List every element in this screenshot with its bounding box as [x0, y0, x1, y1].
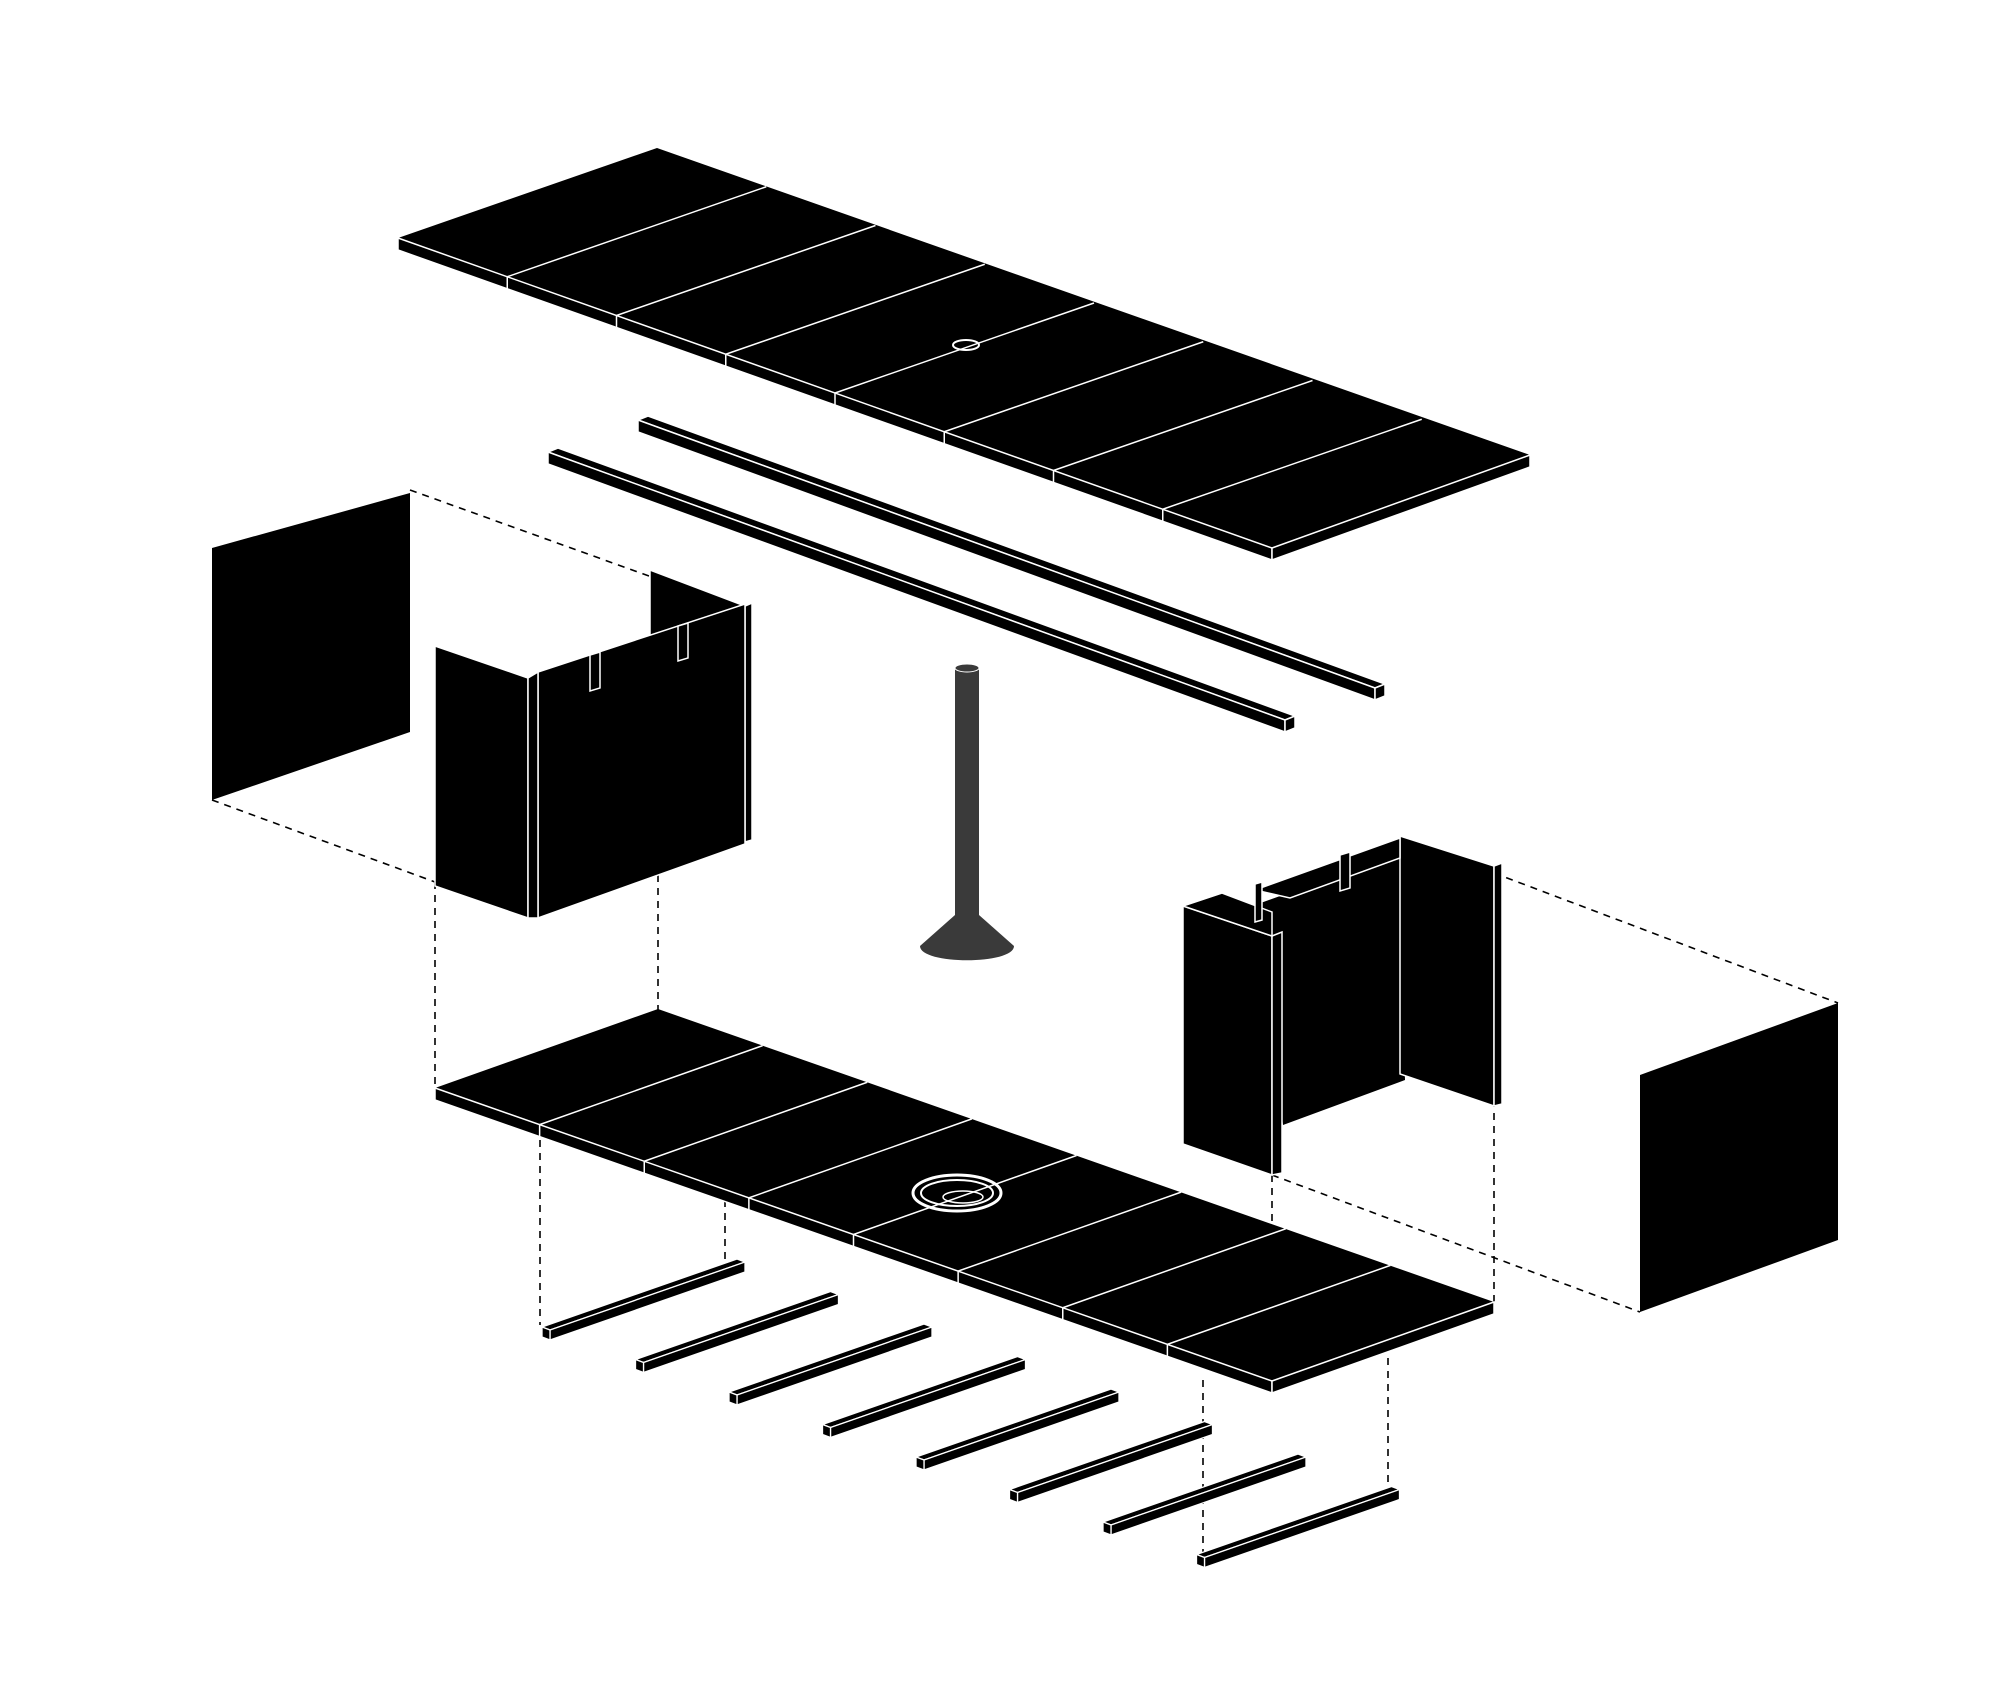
left-frame-main-face [537, 602, 746, 920]
center-pole-top [954, 663, 980, 673]
slat-line [616, 224, 876, 317]
cross-batten-top [1007, 1420, 1215, 1494]
left-frame-front-wing [434, 644, 529, 920]
cross-batten-end [1195, 1553, 1206, 1569]
right-frame-front-wing [1182, 904, 1273, 1177]
slat-line [1167, 1264, 1391, 1346]
right-end-panel [1640, 1003, 1838, 1312]
bottom-panel-center-ring [911, 1173, 1003, 1213]
slat-line [507, 186, 767, 278]
long-rail-end [1374, 682, 1386, 702]
right-frame-corner-cap [1180, 892, 1273, 938]
cross-batten-end [821, 1423, 832, 1439]
long-rails [545, 415, 1388, 734]
right-frame-top-rail [1252, 836, 1401, 899]
cross-batten-end [728, 1391, 738, 1406]
cross-batten [1101, 1453, 1308, 1536]
center-pole-base [920, 915, 1014, 961]
slat-line [853, 1154, 1077, 1236]
cross-batten [1007, 1420, 1215, 1504]
guide-line [409, 489, 661, 581]
right-end-panel-face [1640, 1003, 1838, 1312]
cross-batten [1194, 1485, 1402, 1569]
right-frame-back-wing-edge [1493, 861, 1503, 1107]
cross-batten-side [642, 1293, 840, 1374]
cross-batten-side [1110, 1456, 1307, 1536]
cross-batten-side [736, 1326, 933, 1406]
slat-line [1053, 379, 1313, 472]
left-frame-front-wing-edge [527, 670, 539, 919]
slat-line [748, 1118, 973, 1199]
cross-batten-end [634, 1358, 645, 1374]
slat-line [957, 1191, 1182, 1272]
guide-line [211, 799, 436, 883]
cross-batten-side [829, 1358, 1027, 1439]
cross-batten-top [1101, 1453, 1308, 1526]
cross-batten-end [915, 1456, 925, 1471]
slat-line [1062, 1228, 1287, 1309]
bottom-panel-side-edge [1271, 1300, 1495, 1395]
slat-line [539, 1044, 763, 1126]
long-rail [635, 415, 1388, 702]
cross-batten-end [541, 1326, 551, 1341]
bottom-panel [434, 1009, 1495, 1395]
cross-batten-top [1194, 1485, 1402, 1559]
cross-batten [727, 1323, 934, 1406]
center-pole [920, 663, 1014, 961]
left-end-panel [212, 493, 410, 800]
right-frame-inner-floor [1255, 853, 1405, 1125]
cross-batten-top [540, 1258, 747, 1331]
cross-batten [633, 1290, 841, 1374]
center-pole-shaft [955, 668, 979, 918]
cross-batten-top [820, 1355, 1028, 1429]
right-frame-notch [1254, 850, 1351, 923]
top-panel [397, 148, 1531, 562]
cross-batten [914, 1388, 1121, 1471]
cross-batten [820, 1355, 1028, 1439]
long-rail [545, 447, 1298, 734]
cross-batten-side [923, 1391, 1120, 1471]
slat-line [1162, 418, 1422, 510]
cross-batten-end [1102, 1521, 1112, 1536]
slat-line [643, 1081, 868, 1162]
cross-batten-end [1008, 1488, 1019, 1504]
right-frame-front-wing-edge [1271, 930, 1283, 1176]
left-end-panel-face [212, 493, 410, 800]
cross-batten-side [549, 1261, 746, 1341]
left-frame-back-wing-edge [744, 601, 753, 843]
top-panel-center-hole [952, 339, 980, 351]
cross-batten-top [633, 1290, 841, 1364]
cross-batten-side [1203, 1488, 1401, 1569]
cross-battens [540, 1258, 1402, 1569]
cross-batten-side [1016, 1423, 1214, 1504]
right-frame-bracket [1180, 834, 1503, 1177]
long-rail-end [1284, 714, 1296, 734]
left-frame-bracket [434, 568, 753, 920]
slat-line [944, 341, 1204, 433]
cross-batten-top [914, 1388, 1121, 1461]
assembly-guide-lines [211, 489, 1839, 1560]
right-frame-back-wing [1399, 834, 1495, 1108]
bottom-panel-slat-lines [538, 1044, 1391, 1357]
slat-line [725, 263, 985, 355]
cross-batten [540, 1258, 747, 1341]
slat-line [834, 302, 1095, 394]
guide-line [1271, 1174, 1641, 1313]
cross-batten-top [727, 1323, 934, 1396]
left-frame-notch [589, 621, 689, 693]
top-panel-side-edge [1271, 453, 1531, 562]
guide-line [1493, 872, 1839, 1004]
top-panel-slat-lines [506, 186, 1422, 522]
